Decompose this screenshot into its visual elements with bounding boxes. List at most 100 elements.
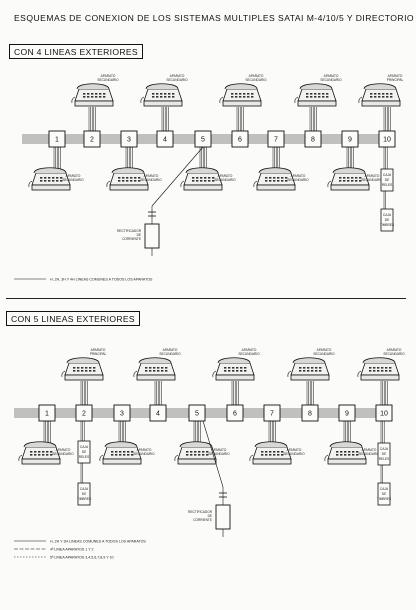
svg-text:DE: DE — [208, 514, 212, 518]
svg-text:CAJA: CAJA — [380, 447, 389, 451]
svg-text:APARATO: APARATO — [144, 174, 159, 178]
junction-box-6: 6 — [226, 404, 244, 422]
svg-text:APARATO: APARATO — [242, 348, 257, 352]
telephone-icon — [71, 83, 114, 107]
svg-text:2: 2 — [82, 411, 86, 418]
svg-text:SECUNDARIO: SECUNDARIO — [283, 452, 305, 456]
svg-text:SECUNDARIO: SECUNDARIO — [140, 178, 162, 182]
svg-text:DE: DE — [82, 450, 86, 454]
svg-text:APARATO: APARATO — [324, 74, 339, 78]
svg-text:SECUNDARIO: SECUNDARIO — [214, 178, 236, 182]
svg-text:SECUNDARIO: SECUNDARIO — [313, 352, 335, 356]
telephone-icon — [99, 441, 142, 465]
svg-text:7: 7 — [274, 137, 278, 144]
section-label-5-lines: CON 5 LINEAS EXTERIORES — [6, 311, 140, 326]
svg-text:SECUNDARIO: SECUNDARIO — [159, 352, 181, 356]
svg-text:CAJA: CAJA — [380, 487, 389, 491]
telephone-icon — [324, 441, 367, 465]
svg-text:TIMBRES: TIMBRES — [77, 497, 91, 501]
svg-text:DE: DE — [137, 233, 141, 237]
svg-text:SECUNDARIO: SECUNDARIO — [358, 452, 380, 456]
svg-text:6: 6 — [238, 137, 242, 144]
junction-box-1: 1 — [38, 404, 56, 422]
svg-text:5: 5 — [195, 411, 199, 418]
svg-text:APARATO: APARATO — [365, 174, 380, 178]
svg-text:SECUNDARIO: SECUNDARIO — [52, 452, 74, 456]
svg-text:10: 10 — [380, 411, 388, 418]
junction-box-2: 2 — [83, 130, 101, 148]
legend-entry: H, 2H, 3H Y 4H LINEAS COMUNES A TODOS LO… — [50, 277, 153, 281]
junction-box-1: 1 — [48, 130, 66, 148]
svg-text:7: 7 — [270, 411, 274, 418]
telephone-icon — [357, 357, 400, 381]
legend: H, 2H, 3H Y 4H LINEAS COMUNES A TODOS LO… — [14, 277, 153, 281]
junction-box-4: 4 — [156, 130, 174, 148]
svg-text:APARATO: APARATO — [91, 348, 106, 352]
section-label-4-lines: CON 4 LINEAS EXTERIORES — [9, 44, 143, 59]
svg-text:DE: DE — [385, 218, 389, 222]
junction-box-7: 7 — [263, 404, 281, 422]
svg-text:APARATO: APARATO — [163, 348, 178, 352]
svg-text:6: 6 — [233, 411, 237, 418]
telephone-icon — [358, 83, 401, 107]
svg-text:DE: DE — [385, 178, 389, 182]
svg-text:APARATO: APARATO — [317, 348, 332, 352]
svg-text:APARATO: APARATO — [388, 74, 403, 78]
svg-text:1: 1 — [55, 137, 59, 144]
svg-text:SECUNDARIO: SECUNDARIO — [245, 78, 267, 82]
telephone-icon — [294, 83, 337, 107]
svg-text:CAJA: CAJA — [383, 173, 392, 177]
svg-text:9: 9 — [348, 137, 352, 144]
page-title: ESQUEMAS DE CONEXION DE LOS SISTEMAS MUL… — [14, 13, 415, 23]
telephone-icon — [212, 357, 255, 381]
telephone-icon — [174, 441, 217, 465]
svg-text:TIMBRES: TIMBRES — [380, 223, 394, 227]
svg-text:DE: DE — [382, 492, 386, 496]
telephone-icon — [287, 357, 330, 381]
svg-text:SECUNDARIO: SECUNDARIO — [133, 452, 155, 456]
svg-text:RECTIFICADOR: RECTIFICADOR — [188, 510, 213, 514]
svg-text:DE: DE — [82, 492, 86, 496]
junction-box-5: 5 — [188, 404, 206, 422]
svg-text:RELES: RELES — [79, 455, 89, 459]
section-divider — [6, 298, 406, 299]
svg-text:3: 3 — [127, 137, 131, 144]
svg-text:APARATO: APARATO — [287, 448, 302, 452]
legend-entry: 4ª LINEA APARATOS 1 Y 2 — [50, 547, 94, 551]
svg-text:4: 4 — [156, 411, 160, 418]
telephone-icon — [249, 441, 292, 465]
svg-text:APARATO: APARATO — [56, 448, 71, 452]
telephone-icon — [106, 167, 149, 191]
svg-text:3: 3 — [120, 411, 124, 418]
svg-text:1: 1 — [45, 411, 49, 418]
junction-box-10: 10 — [378, 130, 396, 148]
junction-box-7: 7 — [267, 130, 285, 148]
svg-text:APARATO: APARATO — [249, 74, 264, 78]
svg-text:SECUNDARIO: SECUNDARIO — [62, 178, 84, 182]
svg-text:APARATO: APARATO — [101, 74, 116, 78]
junction-box-5: 5 — [194, 130, 212, 148]
svg-text:SECUNDARIO: SECUNDARIO — [361, 178, 383, 182]
svg-text:APARATO: APARATO — [362, 448, 377, 452]
junction-box-9: 9 — [341, 130, 359, 148]
svg-text:4: 4 — [163, 137, 167, 144]
